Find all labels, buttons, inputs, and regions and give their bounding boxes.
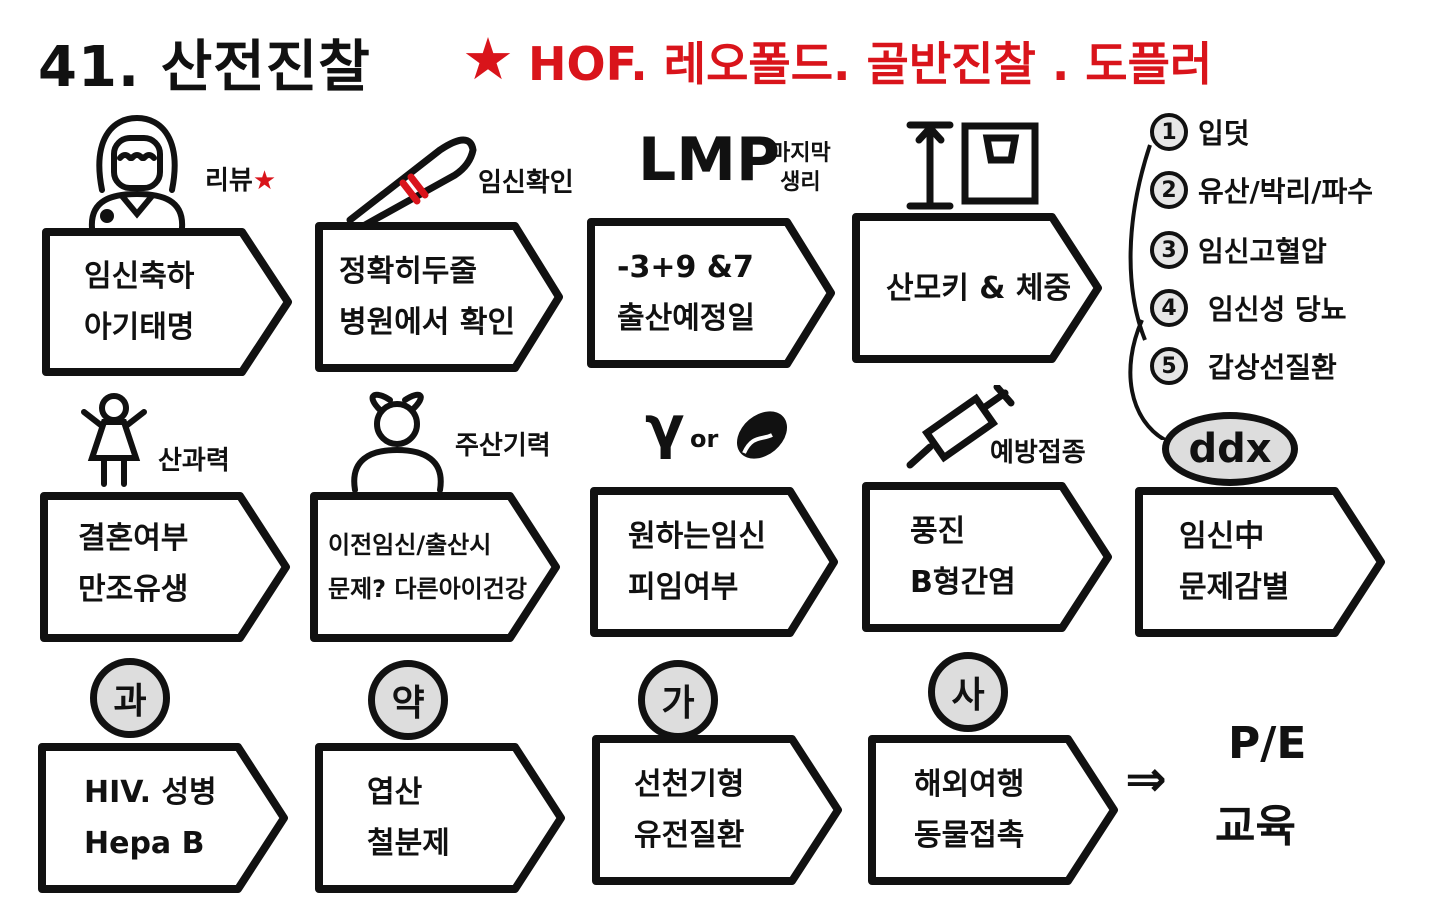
star-icon: ★	[252, 166, 277, 196]
ddx-item: 5 갑상선질환	[1150, 346, 1337, 386]
box-line: 원하는임신	[628, 519, 766, 554]
ddx-item-text: 입덧	[1198, 117, 1250, 150]
page-title: 41. 산전진찰	[38, 35, 371, 100]
woman-icon	[78, 392, 150, 487]
ddx-item: 2 유산/박리/파수	[1150, 170, 1373, 210]
badge-medication: 약	[368, 660, 448, 740]
box-line: 임신축하	[84, 259, 195, 294]
box-line: 피임여부	[628, 570, 739, 605]
page-subtitle: HOF. 레오폴드. 골반진찰 . 도플러	[528, 37, 1213, 91]
height-weight-icon	[905, 120, 1045, 210]
doctor-icon	[82, 110, 192, 231]
ddx-item-text: 임신고혈압	[1198, 235, 1327, 268]
condom-icon: γ	[645, 393, 685, 461]
pe-label: P/E	[1228, 718, 1307, 769]
person-icon	[350, 390, 445, 493]
arrow-box-due-date: -3+9 &7 출산예정일	[587, 218, 835, 368]
number-badge: 5	[1150, 347, 1188, 385]
box-line: 해외여행	[914, 767, 1025, 802]
last-period-line: 생리	[780, 169, 821, 195]
number-badge: 2	[1150, 171, 1188, 209]
ddx-item: 1 입덧	[1150, 112, 1250, 152]
box-line: 엽산	[367, 775, 423, 810]
box-line: 결혼여부	[78, 521, 189, 556]
box-line: 산모키 & 체중	[886, 270, 1072, 306]
box-line: 풍진	[910, 514, 966, 549]
ddx-item: 4 임신성 당뇨	[1150, 288, 1347, 328]
box-line: 동물접촉	[914, 818, 1025, 853]
ddx-item: 3 임신고혈압	[1150, 230, 1327, 270]
badge-family: 가	[638, 660, 718, 740]
box-line: 철분제	[367, 826, 450, 861]
box-line: 문제? 다른아이건강	[328, 575, 527, 603]
box-line: 문제감별	[1179, 570, 1290, 605]
box-line: -3+9 &7	[617, 250, 754, 285]
box-line: 아기태명	[84, 310, 195, 345]
last-period-label: 마지막 생리	[770, 140, 831, 197]
number-badge: 4	[1150, 289, 1188, 327]
pill-icon	[732, 405, 792, 465]
box-line: Hepa B	[84, 826, 205, 861]
ddx-item-text: 갑상선질환	[1208, 351, 1337, 384]
perinatal-history-label: 주산기력	[455, 431, 551, 461]
ddx-item-text: 임신성 당뇨	[1208, 293, 1347, 326]
ddx-item-text: 유산/박리/파수	[1198, 175, 1374, 208]
arrow-box-hiv: HIV. 성병 Hepa B	[38, 743, 288, 893]
review-label: 리뷰★	[205, 160, 276, 197]
box-line: 만조유생	[78, 572, 189, 607]
ddx-badge: ddx	[1162, 412, 1298, 486]
box-line: 유전질환	[634, 818, 745, 853]
box-line: 임신中	[1179, 519, 1265, 554]
bracket-line	[1120, 140, 1180, 442]
box-line: 이전임신/출산시	[328, 530, 492, 559]
or-label: or	[690, 425, 719, 453]
pregnancy-test-icon	[345, 135, 480, 229]
box-line: 선천기형	[634, 767, 745, 802]
obstetric-history-label: 산과력	[158, 446, 230, 476]
badge-social: 사	[928, 652, 1008, 732]
double-arrow-icon: ⇒	[1125, 750, 1167, 808]
arrow-box-differential: 임신中 문제감별	[1135, 487, 1385, 637]
star-icon: ★	[462, 25, 514, 93]
number-badge: 1	[1150, 113, 1188, 151]
box-line: 병원에서 확인	[339, 305, 516, 340]
pregnancy-confirm-label: 임신확인	[478, 168, 574, 198]
lmp-label: LMP	[638, 125, 780, 195]
syringe-icon	[905, 383, 1015, 470]
arrow-box-height-weight: 산모키 & 체중	[852, 213, 1102, 363]
arrow-box-vaccination: 풍진 B형간염	[862, 482, 1112, 632]
badge-past-history: 과	[90, 658, 170, 738]
box-line: 출산예정일	[617, 301, 755, 336]
number-badge: 3	[1150, 231, 1188, 269]
box-line: HIV. 성병	[84, 775, 217, 810]
box-line: 정확히두줄	[339, 254, 477, 289]
review-label-text: 리뷰	[205, 166, 253, 196]
vaccination-label: 예방접종	[990, 438, 1086, 468]
box-line: B형간염	[910, 565, 1016, 600]
education-label: 교육	[1215, 801, 1296, 852]
last-period-line: 마지막	[770, 141, 831, 166]
